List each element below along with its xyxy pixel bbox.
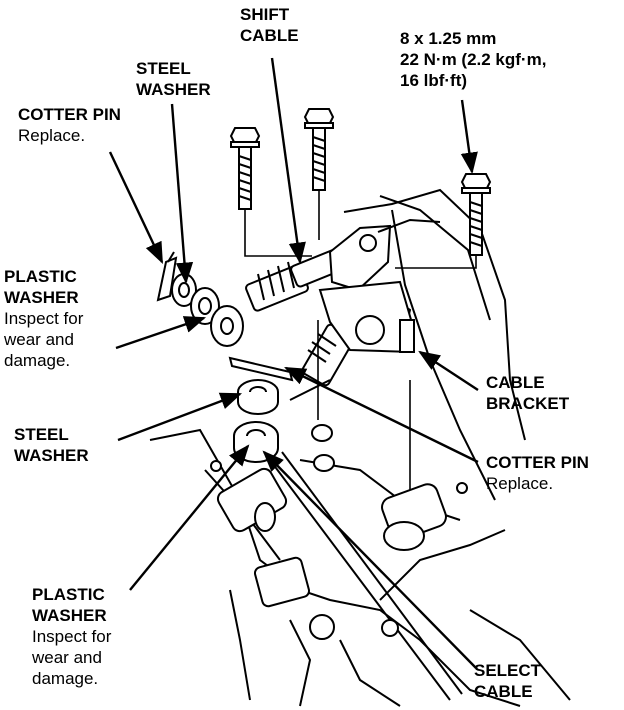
upper-plastic-washer-arrow bbox=[115, 316, 207, 350]
bolt-2 bbox=[304, 108, 334, 191]
select-cable-arrow bbox=[262, 450, 477, 669]
steel-washer-top-label: STEEL WASHER bbox=[136, 59, 211, 99]
steel-washer-bottom-label: STEEL WASHER bbox=[14, 425, 89, 465]
torque-spec-arrow bbox=[460, 99, 478, 175]
lower-cotter-pin-arrow bbox=[284, 366, 479, 464]
cable-bracket bbox=[318, 280, 416, 354]
cable-bracket-label: CABLE BRACKET bbox=[486, 373, 570, 413]
plastic-washer-bottom-label: PLASTIC WASHER Inspect for wear and dama… bbox=[32, 585, 112, 688]
plastic-washer-top-label: PLASTIC WASHER Inspect for wear and dama… bbox=[4, 267, 84, 370]
lower-mounts bbox=[210, 424, 468, 640]
lower-steel-washer-arrow bbox=[117, 392, 243, 442]
cotter-pin-bottom-label: COTTER PIN Replace. bbox=[486, 453, 589, 493]
torque-spec-label: 8 x 1.25 mm 22 N·m (2.2 kgf·m, 16 lbf·ft… bbox=[400, 29, 547, 90]
shift-cable-label: SHIFT CABLE bbox=[240, 5, 299, 45]
callout-arrows bbox=[108, 57, 479, 669]
upper-plastic-washer bbox=[190, 287, 244, 347]
upper-cotter-pin-arrow bbox=[108, 151, 164, 264]
shift-cable-arrow bbox=[270, 57, 306, 265]
cotter-pin-top-label: COTTER PIN Replace. bbox=[18, 105, 121, 145]
bolt-1 bbox=[230, 127, 260, 210]
shift-cable bbox=[245, 218, 441, 312]
select-cable-label: SELECT CABLE bbox=[474, 661, 542, 701]
lower-plastic-washer-arrow bbox=[129, 444, 250, 591]
upper-steel-washer-arrow bbox=[170, 103, 194, 285]
lower-steel-washer bbox=[237, 379, 279, 415]
cable-bracket-arrow bbox=[418, 350, 479, 392]
lower-cotter-pin bbox=[228, 356, 294, 382]
upper-cotter-pin bbox=[156, 251, 178, 302]
